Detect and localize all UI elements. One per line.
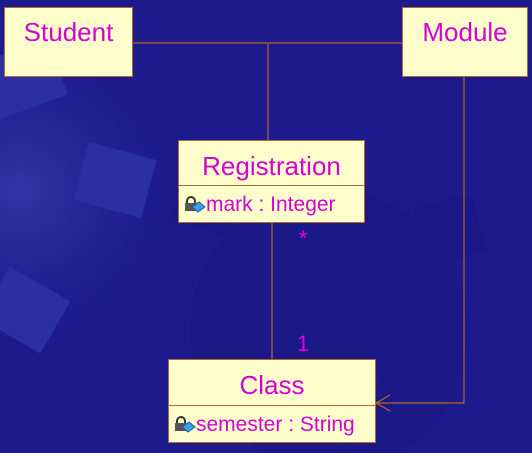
private-attribute-icon [185,196,206,213]
class-registration[interactable]: Registration mark : Integer [178,140,365,223]
registration-attribute: mark : Integer [179,185,364,224]
class-module-name: Module [422,17,508,47]
class-student[interactable]: Student [4,7,133,77]
multiplicity-registration-end: * [299,226,308,251]
class-student-name: Student [23,17,114,47]
class-attribute: semester : String [169,405,375,444]
class-attribute-text: semester : String [196,413,355,436]
registration-attribute-text: mark : Integer [206,193,336,216]
navigation-arrowhead [374,394,391,412]
private-attribute-icon [175,416,196,433]
module-class-association [376,77,465,404]
class-class-name: Class [239,370,305,400]
class-class[interactable]: Class semester : String [168,359,376,443]
class-module[interactable]: Module [402,7,528,77]
class-registration-name: Registration [202,151,341,181]
multiplicity-class-end: 1 [297,331,310,356]
